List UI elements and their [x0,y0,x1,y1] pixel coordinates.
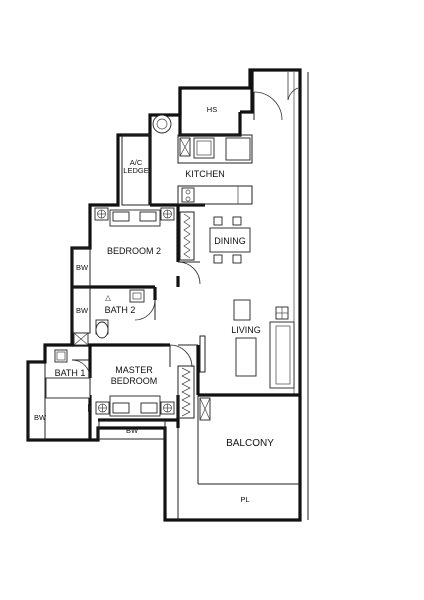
stove-icon [193,137,215,159]
bw-bath1-label: BW [34,413,47,422]
bw-bath2-label: BW [76,306,89,315]
sofa-icon [269,321,295,389]
living-label: LIVING [231,325,261,335]
water-heater-icon [152,114,172,134]
hs-label: HS [207,105,217,114]
bath2: BATH 2 △ BW [72,287,156,346]
dining: DINING [209,216,251,264]
bath1-label: BATH 1 [55,368,86,378]
master-bedroom: MASTER BEDROOM BW [95,344,195,440]
bathtub-icon [45,377,91,399]
kitchen: KITCHEN [177,134,253,205]
fridge-icon [225,137,251,161]
master-label-2: BEDROOM [111,376,158,386]
bath1: BATH 1 BW [28,349,92,440]
bath2-label: BATH 2 [105,305,136,315]
ac-ledge-label-2: LEDGE [123,166,148,175]
outer-walls [26,68,302,522]
bw-master-label: BW [126,426,139,435]
basin-icon [129,289,145,303]
ac-ledge-label-1: A/C [130,158,143,167]
bedroom2: BEDROOM 2 BW [72,207,201,287]
dining-label: DINING [214,236,246,246]
coffee-table-icon [235,337,257,377]
hob-icon [181,187,195,203]
master-label-1: MASTER [115,365,153,375]
living: LIVING [199,299,295,389]
balcony: BALCONY PL [177,395,300,520]
bedroom2-label: BEDROOM 2 [107,246,161,256]
side-table-icon [233,299,251,321]
tv-panel [199,335,206,373]
kitchen-label: KITCHEN [185,169,225,179]
balcony-label: BALCONY [226,438,274,449]
bw-bedroom2-label: BW [76,263,89,272]
pl-label: PL [240,495,249,504]
ac-ledge: A/C LEDGE [121,134,151,206]
hs-room: HS [207,72,299,121]
svg-text:△: △ [105,293,112,302]
